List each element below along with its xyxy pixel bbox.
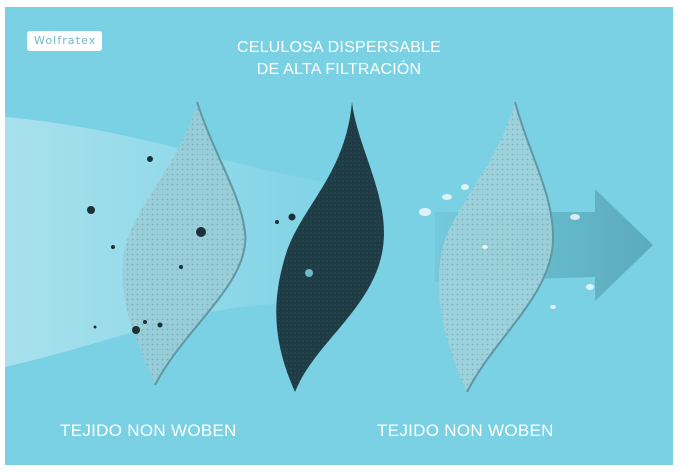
cellulose-layer-middle: [276, 102, 384, 392]
layer-label-right: TEJIDO NON WOBEN: [377, 421, 554, 440]
infographic-panel: Wolfratex CELULOSA DISPERSABLE DE ALTA F…: [5, 7, 673, 465]
title-line-2: DE ALTA FILTRACIÓN: [256, 61, 422, 78]
title-line-1: CELULOSA DISPERSABLE: [236, 39, 442, 56]
outer-layer-left: [122, 101, 247, 386]
trapped-particle-icon: [305, 269, 313, 277]
brand-logo: Wolfratex: [27, 31, 103, 51]
outer-layer-right: [438, 101, 555, 393]
droplet-icon: [419, 184, 594, 309]
filter-layers-illustration: [5, 101, 653, 393]
page-title: CELULOSA DISPERSABLE DE ALTA FILTRACIÓN: [189, 37, 489, 81]
layer-label-left: TEJIDO NON WOBEN: [60, 421, 237, 440]
dust-particle-icon: [87, 156, 296, 334]
